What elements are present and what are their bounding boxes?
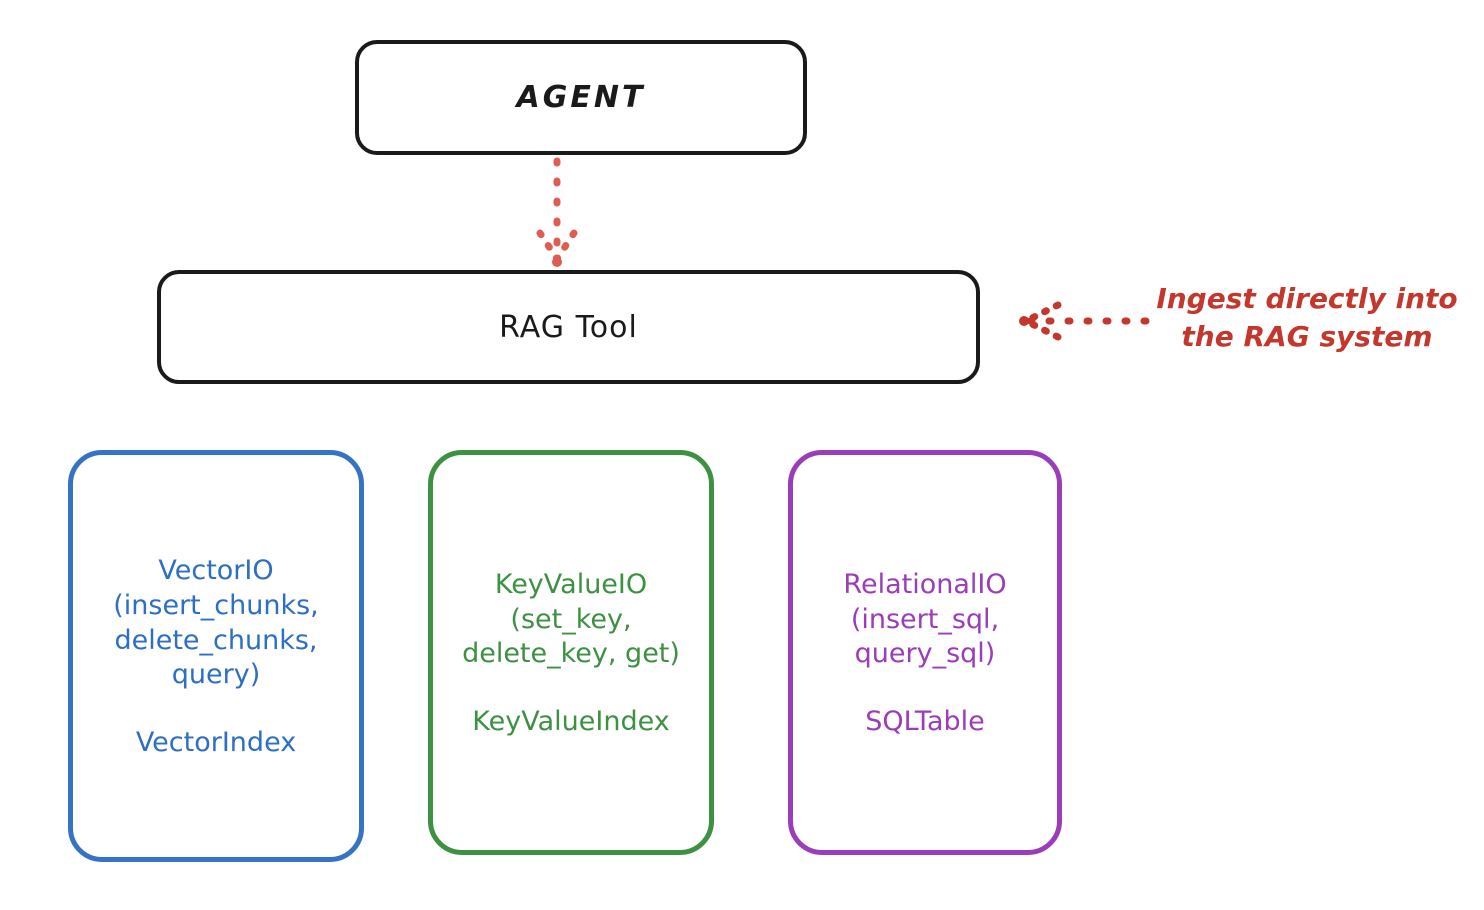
relational-io-content: RelationalIO (insert_sql, query_sql) SQL…: [803, 568, 1047, 737]
agent-node[interactable]: AGENT: [355, 40, 807, 155]
key-value-io-api-label: KeyValueIO (set_key, delete_key, get): [462, 569, 680, 670]
vector-io-content: VectorIO (insert_chunks, delete_chunks, …: [83, 554, 349, 757]
key-value-io-content: KeyValueIO (set_key, delete_key, get) Ke…: [443, 568, 699, 737]
vector-io-api-label: VectorIO (insert_chunks, delete_chunks, …: [113, 555, 319, 691]
ingest-arrow-icon: [1019, 301, 1150, 341]
vector-io-index-label: VectorIndex: [135, 726, 297, 758]
ingest-annotation: Ingest directly into the RAG system: [1156, 282, 1458, 353]
rag-tool-node[interactable]: RAG Tool: [157, 270, 980, 384]
key-value-io-index-label: KeyValueIndex: [472, 705, 670, 737]
agent-node-label: AGENT: [516, 80, 646, 115]
vector-io-node[interactable]: VectorIO (insert_chunks, delete_chunks, …: [68, 450, 364, 862]
key-value-io-node[interactable]: KeyValueIO (set_key, delete_key, get) Ke…: [428, 450, 714, 855]
agent-to-rag-tool-arrow-icon: [536, 157, 578, 267]
relational-io-node[interactable]: RelationalIO (insert_sql, query_sql) SQL…: [788, 450, 1062, 855]
relational-io-api-label: RelationalIO (insert_sql, query_sql): [843, 569, 1007, 670]
relational-io-index-label: SQLTable: [865, 705, 985, 737]
rag-tool-node-label: RAG Tool: [499, 309, 638, 345]
